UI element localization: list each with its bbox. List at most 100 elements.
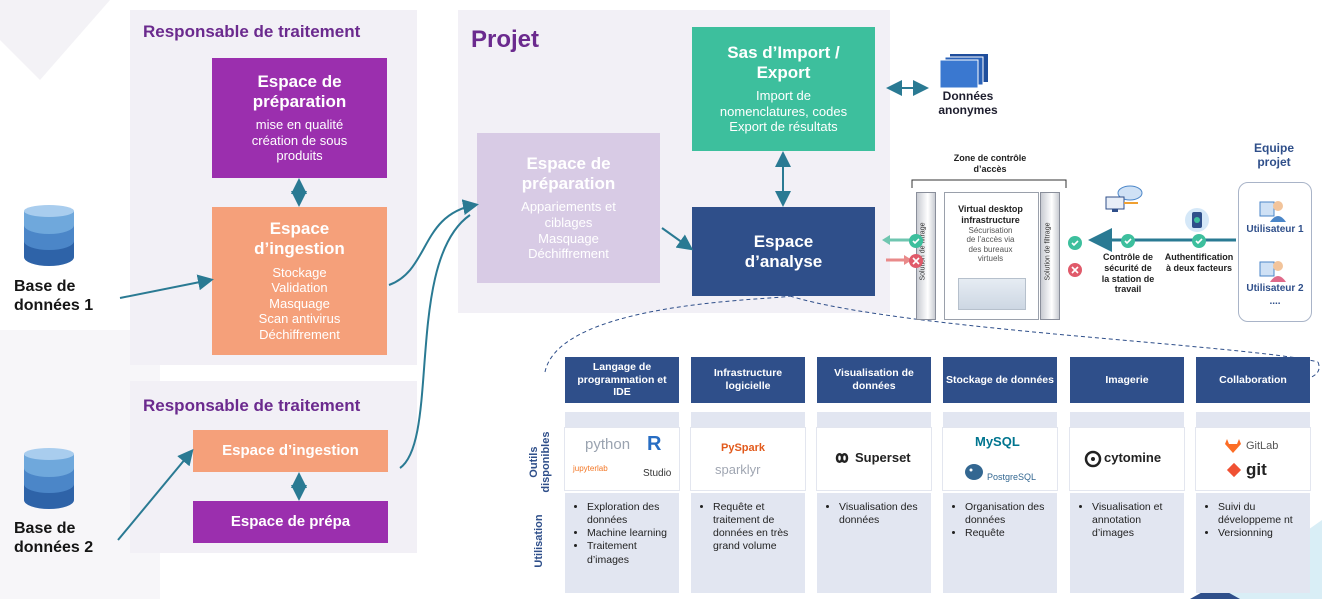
database-1-label: Base de données 1 <box>14 277 93 315</box>
vdi-line: virtuels <box>977 254 1004 264</box>
database-icon <box>24 448 74 509</box>
ingestion-line: Stockage <box>272 264 327 280</box>
project-title: Projet <box>471 26 540 53</box>
more-users-label: .... <box>1269 296 1281 307</box>
station-line: sécurité de <box>1104 262 1152 273</box>
rstudio-logo: Studio <box>643 468 672 479</box>
shield-check-icon <box>909 234 923 248</box>
team-title: Equipe projet <box>1240 141 1308 170</box>
user-2-label: Utilisateur 2 <box>1246 283 1304 294</box>
usage-item: Versionning <box>1218 527 1302 540</box>
two-factor-line: Authentification <box>1164 252 1234 262</box>
project-prep-line: Appariements et <box>521 199 616 215</box>
project-prep-line: Déchiffrement <box>528 246 609 262</box>
tools-row-label: Outils disponibles <box>522 430 556 493</box>
usage-row-label: Utilisation <box>522 495 556 595</box>
prepa-bottom-label: Espace de prépa <box>230 513 351 531</box>
database-2-label: Base de données 2 <box>14 519 93 557</box>
filter-label-left: Solution de filtrage <box>919 222 927 281</box>
sas-title1: Sas d’Import / <box>727 43 840 63</box>
ingestion-box-top: Espace d’ingestion Stockage Validation M… <box>212 207 387 355</box>
preparation-box-top: Espace de préparation mise en qualité cr… <box>212 58 387 178</box>
two-factor-label: Authentification à deux facteurs <box>1160 252 1238 274</box>
access-zone-title: Zone de contrôle d’accès <box>925 153 1055 175</box>
ingestion-box-bottom: Espace d’ingestion <box>193 430 388 472</box>
team-title2: projet <box>1257 155 1291 170</box>
ingestion-line: Scan antivirus <box>258 311 341 327</box>
cytomine-logo: cytomine <box>1104 450 1162 465</box>
jupyterlab-logo: jupyterlab <box>573 464 608 473</box>
project-prep-line: ciblages <box>544 214 593 230</box>
preparation-line3: produits <box>276 148 323 164</box>
ingestion-line: Déchiffrement <box>259 326 340 342</box>
column-header: Stockage de données <box>943 357 1057 403</box>
usage-item: Suivi du développeme nt <box>1218 501 1302 527</box>
prepa-box-bottom: Espace de prépa <box>193 501 388 543</box>
vdi-line: des bureaux <box>968 244 1013 254</box>
usage-item: Traitement d’images <box>587 540 671 566</box>
zone-bracket <box>911 179 1067 188</box>
usage-cell: Visualisation et annotation d’images <box>1070 493 1184 593</box>
column-spacer <box>943 412 1057 428</box>
station-line: Contrôle de <box>1102 252 1153 262</box>
column-header: Langage de programmation et IDE <box>565 357 679 403</box>
database-icon <box>24 205 74 266</box>
vdi-line: de l’accès via <box>966 235 1015 245</box>
pyspark-logo: PySpark <box>721 442 766 454</box>
access-zone-title1: Zone de contrôle <box>953 153 1027 163</box>
usage-item: Exploration des données <box>587 501 671 527</box>
usage-item: Visualisation et annotation d’images <box>1092 501 1176 540</box>
shield-cross-icon <box>909 254 923 268</box>
sas-line: Import de <box>756 88 811 104</box>
r-logo: R <box>647 433 662 455</box>
database-2-line2: données 2 <box>14 539 94 557</box>
column-spacer <box>691 412 805 428</box>
usage-cell: Organisation des données Requête <box>943 493 1057 593</box>
usage-cell: Suivi du développeme nt Versionning <box>1196 493 1310 593</box>
phone-lock-icon <box>1185 208 1209 232</box>
usage-item: Visualisation des données <box>839 501 923 527</box>
station-control-label: Contrôle de sécurité de la station de tr… <box>1093 252 1163 295</box>
usage-item: Requête <box>965 527 1049 540</box>
usage-cell: Visualisation des données <box>817 493 931 593</box>
sas-title2: Export <box>756 62 811 82</box>
anonymous-data-label: Données anonymes <box>928 89 1008 118</box>
user-1-label: Utilisateur 1 <box>1246 224 1304 235</box>
shield-cross-icon <box>1068 263 1082 277</box>
ingestion-line: Masquage <box>269 295 330 311</box>
vdi-title1: Virtual desktop <box>958 204 1023 214</box>
shield-check-icon <box>1192 234 1206 248</box>
project-preparation-box: Espace de préparation Appariements et ci… <box>477 133 660 283</box>
postgresql-logo: PostgreSQL <box>987 472 1037 482</box>
sas-line: Export de résultats <box>729 119 838 135</box>
column-header: Visualisation de données <box>817 357 931 403</box>
column-spacer <box>1070 412 1184 428</box>
documents-icon <box>940 54 988 89</box>
vdi-text: Virtual desktop infrastructure Sécurisat… <box>944 204 1037 264</box>
tools-cell: PySpark sparklyr <box>691 428 805 490</box>
vdi-title2: infrastructure <box>961 214 1020 225</box>
usage-cell: Exploration des données Machine learning… <box>565 493 679 593</box>
analysis-title1: Espace <box>753 231 814 251</box>
user-icon <box>1259 261 1286 282</box>
vdi-screenshot <box>958 278 1026 310</box>
ingestion-line: Validation <box>271 280 328 296</box>
tools-cell: Superset <box>817 428 931 490</box>
sparklyr-logo: sparklyr <box>715 462 761 477</box>
elephant-icon <box>965 464 983 480</box>
database-1-line2: données 1 <box>14 297 94 315</box>
tools-cell: cytomine <box>1070 428 1184 490</box>
gitlab-logo: GitLab <box>1246 440 1279 452</box>
station-line: travail <box>1114 284 1142 295</box>
ingestion-title1: Espace <box>269 219 330 239</box>
usage-cell: Requête et traitement de données en très… <box>691 493 805 593</box>
database-2-line1: Base de <box>14 520 76 537</box>
database-1-line1: Base de <box>14 278 76 295</box>
analysis-title2: d’analyse <box>744 251 823 271</box>
filter-panel-right <box>1040 192 1060 320</box>
infinity-icon <box>835 453 849 463</box>
cytomine-icon <box>1084 450 1102 468</box>
analysis-box: Espace d’analyse <box>692 207 875 296</box>
tools-cell: GitLab git <box>1196 428 1310 490</box>
